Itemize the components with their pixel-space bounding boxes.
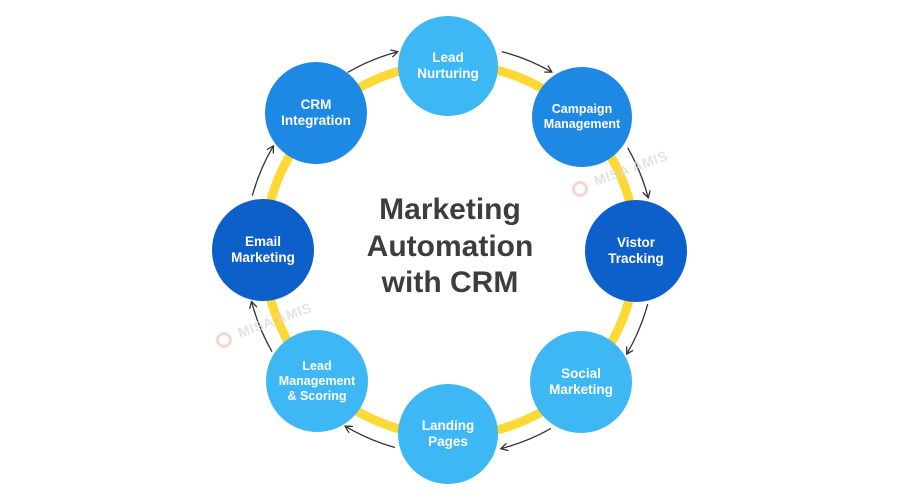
cycle-arrow	[251, 147, 273, 196]
cycle-arrow	[252, 303, 273, 353]
cycle-arrow	[502, 427, 552, 448]
watermark-logo-icon	[572, 181, 588, 197]
cycle-arrows	[252, 52, 648, 449]
cycle-arrow	[501, 50, 551, 72]
cycle-node: CRM Integration	[265, 62, 367, 164]
cycle-node-label: Lead Management & Scoring	[278, 358, 356, 403]
cycle-arrow	[627, 303, 649, 353]
cycle-node: Vistor Tracking	[585, 200, 687, 302]
cycle-node-label: Campaign Management	[543, 102, 621, 131]
cycle-node-label: Email Marketing	[231, 233, 295, 265]
cycle-node: Campaign Management	[532, 67, 632, 167]
diagram-title: Marketing Automation with CRM	[366, 193, 534, 300]
cycle-node-label: CRM Integration	[281, 96, 351, 128]
cycle-node-label: Social Marketing	[549, 365, 613, 397]
cycle-node: Lead Management & Scoring	[266, 330, 368, 432]
cycle-node: Social Marketing	[530, 331, 632, 433]
cycle-node-label: Vistor Tracking	[608, 234, 664, 266]
cycle-node: Lead Nurturing	[398, 16, 498, 116]
cycle-node: Email Marketing	[212, 199, 314, 301]
cycle-arrow	[347, 52, 397, 73]
cycle-node-label: Landing Pages	[421, 417, 475, 449]
cycle-node-label: Lead Nurturing	[417, 49, 479, 81]
cycle-arrow	[627, 147, 648, 197]
cycle-arrow	[346, 427, 396, 449]
watermark-logo-icon	[216, 332, 232, 348]
cycle-node: Landing Pages	[398, 384, 498, 484]
